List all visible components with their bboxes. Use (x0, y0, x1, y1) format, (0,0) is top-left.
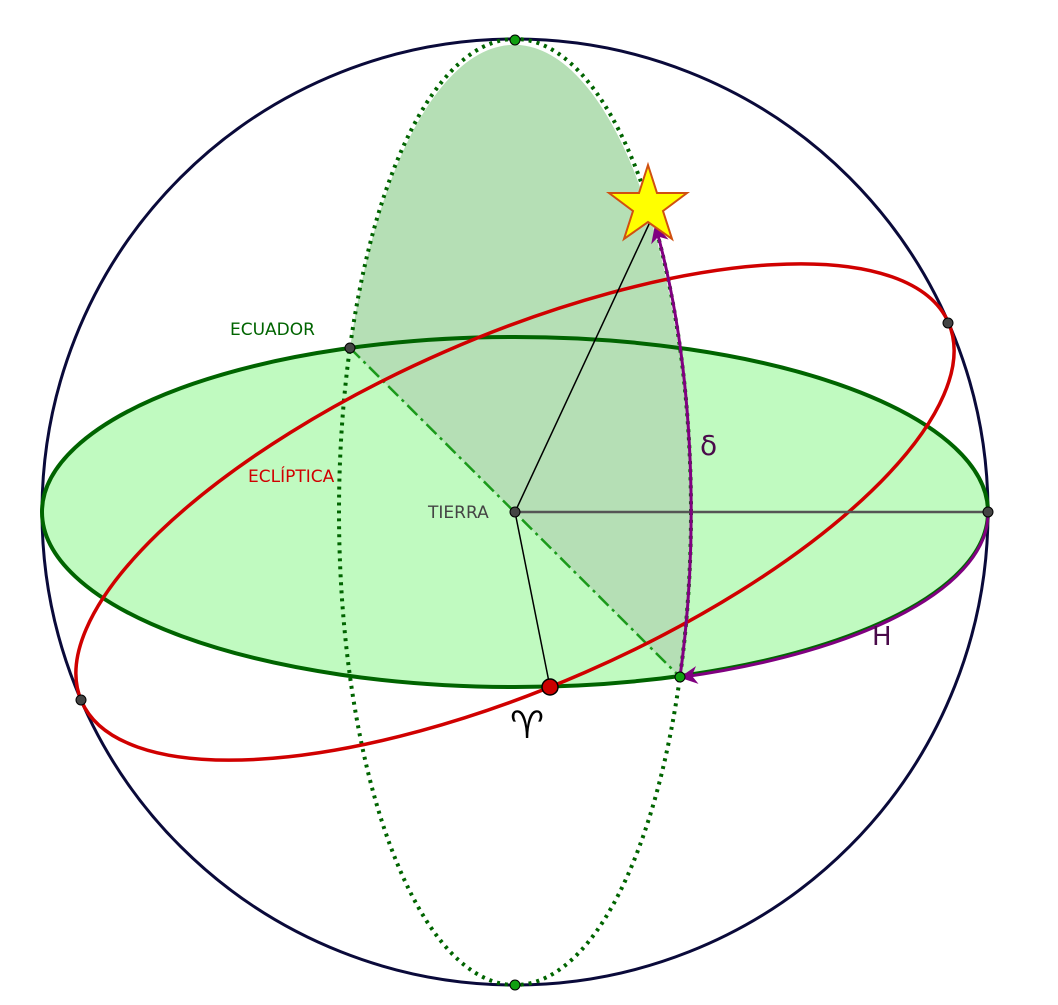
equator-diameter (349, 347, 681, 678)
ecliptic-point-left[interactable] (75, 694, 87, 706)
hour-circle-point[interactable] (674, 671, 686, 683)
earth-aries-line (514, 511, 551, 688)
hour-angle-label: H (872, 622, 892, 652)
earth-label: TIERRA (427, 503, 489, 523)
earth-point[interactable] (509, 506, 521, 518)
declination-arc (651, 224, 693, 678)
star-icon (606, 161, 690, 242)
ecliptic-label: ECLÍPTICA (248, 465, 335, 487)
declination-label: δ (700, 429, 717, 462)
hour-angle-arc (679, 511, 990, 684)
hour-circle-region (350, 44, 691, 677)
aries-symbol: ♈ (510, 703, 544, 747)
ecliptic-point-right[interactable] (942, 317, 954, 329)
equator-label: ECUADOR (230, 320, 315, 340)
south-pole-point[interactable] (509, 979, 521, 991)
meridian-point[interactable] (982, 506, 994, 518)
north-pole-point[interactable] (509, 34, 521, 46)
equator-point-left[interactable] (344, 342, 356, 354)
earth-star-line (514, 221, 651, 513)
aries-point[interactable] (541, 678, 559, 696)
